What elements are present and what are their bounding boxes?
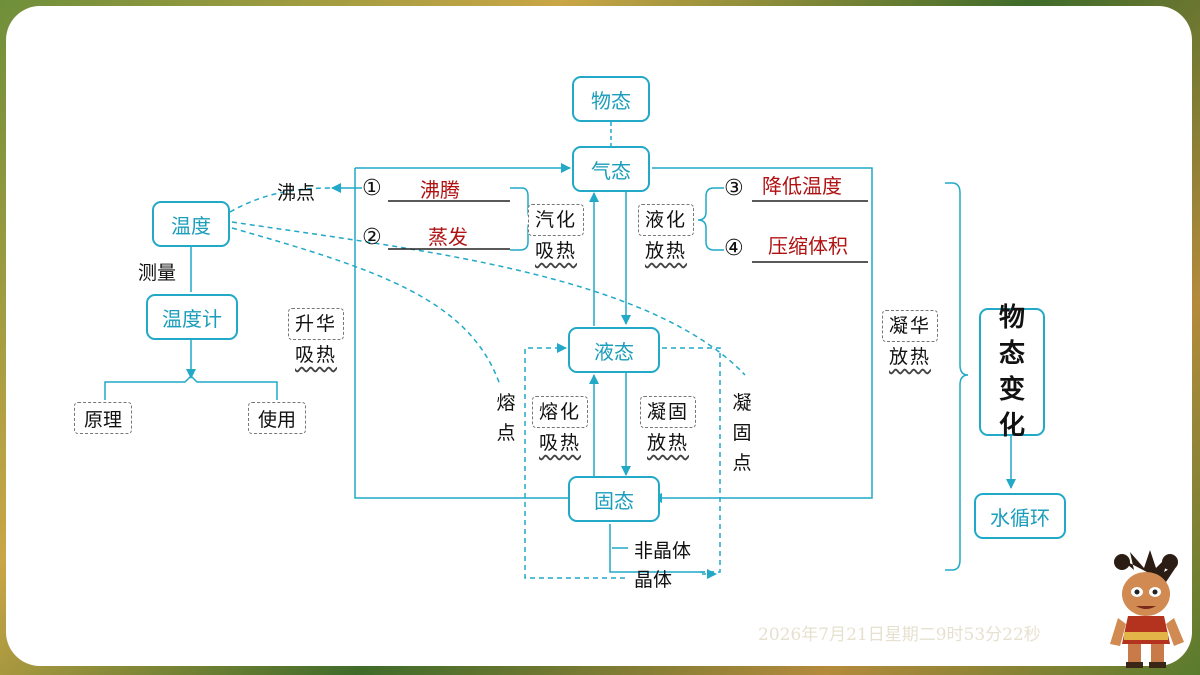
node-wutai-bianhua: 物 态 变 化 — [979, 303, 1045, 441]
wutai-bianhua-char: 变 — [998, 375, 1025, 405]
blank-answer-3: 降低温度 — [762, 174, 842, 198]
node-shiyong: 使用 — [248, 402, 306, 434]
wutai-bianhua-char: 物 — [998, 303, 1025, 333]
process-name: 熔化 — [532, 396, 588, 428]
nezha-mascot-icon — [1110, 550, 1184, 668]
process-name: 凝固 — [640, 396, 696, 428]
node-yetai: 液态 — [568, 327, 660, 373]
node-gutai: 固态 — [568, 476, 660, 522]
process-heat: 放热 — [888, 346, 931, 368]
process-name: 汽化 — [528, 204, 584, 236]
ningudian-char: 凝 — [732, 392, 752, 414]
timestamp: 2026年7月21日星期二9时53分22秒 — [758, 625, 1041, 645]
process-name: 升华 — [288, 308, 344, 340]
process-heat: 吸热 — [534, 240, 577, 262]
node-yuanli: 原理 — [74, 402, 132, 434]
blank-answer-1: 沸腾 — [420, 178, 460, 202]
node-wenduji: 温度计 — [146, 294, 238, 340]
blank-number-4: ④ — [724, 236, 744, 261]
wutai-bianhua-char: 化 — [998, 411, 1025, 441]
node-wutai: 物态 — [572, 76, 650, 122]
node-shuixunhuan: 水循环 — [974, 493, 1066, 539]
process-heat: 吸热 — [294, 344, 337, 366]
process-heat: 吸热 — [538, 432, 581, 454]
blank-number-3: ③ — [724, 176, 744, 201]
blank-number-2: ② — [362, 225, 382, 250]
blank-number-1: ① — [362, 176, 382, 201]
blank-answer-2: 蒸发 — [428, 225, 468, 249]
label-celiang: 测量 — [138, 262, 177, 284]
ningudian-char: 点 — [732, 452, 752, 474]
blank-answer-4: 压缩体积 — [768, 234, 848, 258]
node-qitai: 气态 — [572, 146, 650, 192]
process-heat: 放热 — [644, 240, 687, 262]
node-wendu: 温度 — [152, 201, 230, 247]
process-ningu: 凝固 放热 — [640, 396, 696, 458]
ningudian-char: 固 — [732, 422, 752, 444]
process-name: 液化 — [638, 204, 694, 236]
label-jingti: 晶体 — [634, 569, 673, 591]
label-ningudian: 凝 固 点 — [730, 388, 754, 478]
process-name: 凝华 — [882, 310, 938, 342]
process-heat: 放热 — [646, 432, 689, 454]
rongdian-char: 熔 — [496, 392, 516, 414]
wutai-bianhua-char: 态 — [998, 339, 1025, 369]
process-ronghua: 熔化 吸热 — [532, 396, 588, 458]
process-yehua: 液化 放热 — [638, 204, 694, 266]
label-rongdian: 熔 点 — [494, 388, 518, 448]
process-shenghua: 升华 吸热 — [288, 308, 344, 370]
label-feidian: 沸点 — [277, 182, 316, 204]
process-ninghua: 凝华 放热 — [882, 310, 938, 372]
label-feijingti: 非晶体 — [634, 540, 692, 562]
process-qihua: 汽化 吸热 — [528, 204, 584, 266]
rongdian-char: 点 — [496, 422, 516, 444]
